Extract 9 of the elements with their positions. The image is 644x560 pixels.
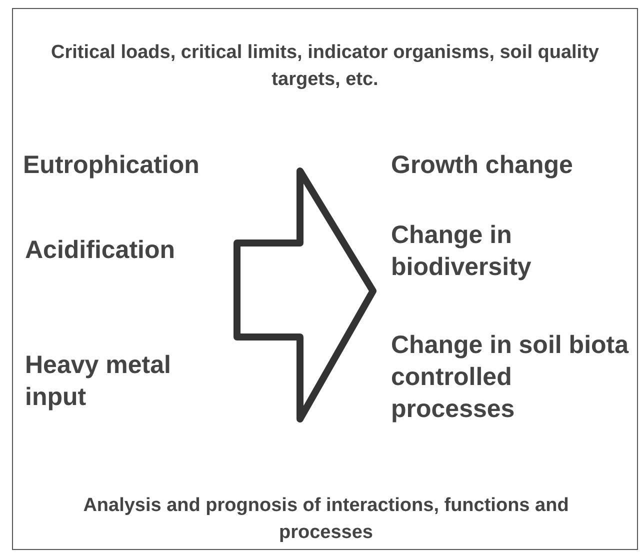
effect-label: Acidification xyxy=(25,235,176,266)
effect-label: Change in biodiversity xyxy=(391,220,532,283)
effect-label: Heavy metal input xyxy=(25,350,172,413)
heading-text: Critical loads, critical limits, indicator organisms, soil quality targets, etc. xyxy=(50,41,600,92)
outer-frame xyxy=(12,8,638,550)
effect-label: Eutrophication xyxy=(23,150,200,181)
effect-label: Growth change xyxy=(391,150,574,181)
summary-text: Analysis and prognosis of interactions, functions and processes xyxy=(82,494,570,545)
effect-label: Change in soil biota controlled processes xyxy=(391,330,630,425)
